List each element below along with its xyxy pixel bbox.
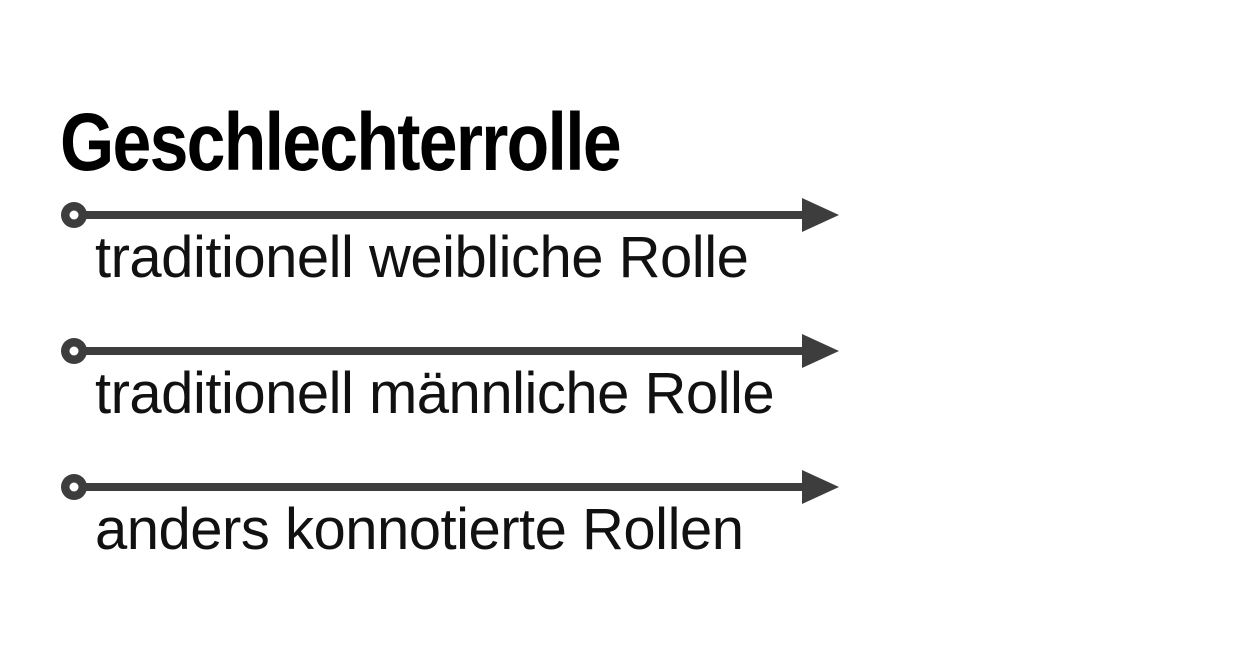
arrow-start-circle-hole bbox=[69, 482, 79, 492]
arrow-shaft bbox=[74, 347, 806, 355]
arrowhead-icon bbox=[802, 470, 839, 504]
arrow-shaft bbox=[74, 483, 806, 491]
page-title: Geschlechterrolle bbox=[60, 96, 622, 188]
arrow-start-circle-hole bbox=[69, 210, 79, 220]
arrow-icon bbox=[61, 198, 839, 232]
arrow-icon bbox=[61, 334, 839, 368]
legend-label-weibliche-rolle: traditionell weibliche Rolle bbox=[95, 225, 749, 290]
arrow-start-circle-hole bbox=[69, 346, 79, 356]
legend-label-anders-konnotierte-rollen: anders konnotierte Rollen bbox=[95, 497, 744, 562]
arrowhead-icon bbox=[802, 198, 839, 232]
arrowhead-icon bbox=[802, 334, 839, 368]
arrow-shaft bbox=[74, 211, 806, 219]
legend-label-maennliche-rolle: traditionell männliche Rolle bbox=[95, 361, 775, 426]
arrow-icon bbox=[61, 470, 839, 504]
